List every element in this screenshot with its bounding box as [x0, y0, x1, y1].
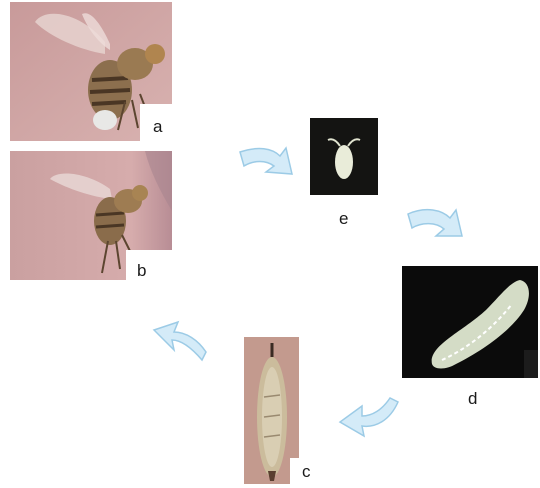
- larva-image: [402, 266, 538, 378]
- stage-d-label: d: [468, 390, 477, 407]
- stage-e-label: e: [339, 210, 348, 227]
- cycle-arrow-icon: [338, 392, 404, 442]
- egg-image: [310, 118, 378, 195]
- cycle-arrow-icon: [404, 204, 468, 250]
- stage-e-photo: [310, 118, 378, 195]
- stage-b-label: b: [137, 262, 146, 279]
- cycle-arrow-icon: [150, 318, 208, 368]
- stage-c-label: c: [302, 463, 311, 480]
- stage-a-label: a: [153, 118, 162, 135]
- stage-b-label-box: [126, 250, 172, 282]
- stage-d-photo: [402, 266, 538, 378]
- cycle-arrow-icon: [236, 138, 298, 186]
